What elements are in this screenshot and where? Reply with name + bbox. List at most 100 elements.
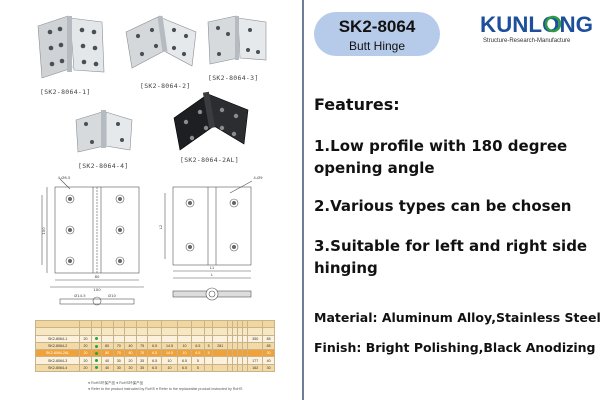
table-cell bbox=[90, 349, 102, 358]
hinge-image-sk2-8064-2al bbox=[173, 91, 249, 151]
kunlong-logo: KUNLONG bbox=[480, 12, 593, 37]
table-cell bbox=[90, 341, 102, 351]
table-cell bbox=[190, 327, 206, 336]
variant-label: [SK2-8064-2] bbox=[140, 82, 191, 90]
table-cell: 10 bbox=[177, 341, 192, 351]
rohs-dot-icon bbox=[94, 337, 98, 341]
table-cell: 6.5 bbox=[177, 356, 192, 365]
table-cell bbox=[177, 334, 192, 343]
table-cell: 20 bbox=[79, 349, 92, 358]
table-cell: 20 bbox=[79, 341, 92, 351]
rohs-dot-icon bbox=[94, 359, 98, 363]
table-cell: 5 bbox=[190, 363, 206, 373]
dim-label: L2 bbox=[158, 224, 163, 229]
table-cell: 30 bbox=[112, 356, 126, 365]
table-cell bbox=[247, 341, 264, 351]
table-cell bbox=[34, 327, 81, 336]
table-cell bbox=[203, 327, 214, 336]
table-header-row bbox=[34, 327, 275, 336]
table-cell bbox=[147, 319, 162, 329]
logo-mark bbox=[544, 15, 562, 33]
table-cell bbox=[90, 363, 102, 373]
table-cell: 6.5 bbox=[147, 349, 162, 358]
table-cell: 85 bbox=[262, 341, 275, 351]
variant-label: [SK2-8064-4] bbox=[78, 162, 129, 170]
table-cell bbox=[135, 319, 149, 329]
table-cell: 20 bbox=[79, 334, 92, 343]
rohs-dot-icon bbox=[94, 351, 98, 355]
feature-item: 1.Low profile with 180 degree opening an… bbox=[314, 137, 568, 177]
brand-name: KUNLONG bbox=[480, 12, 593, 37]
dim-label: L bbox=[211, 272, 214, 277]
table-cell bbox=[147, 327, 162, 336]
table-cell bbox=[247, 349, 264, 358]
table-cell bbox=[247, 319, 264, 329]
features-heading: Features: bbox=[314, 95, 400, 114]
table-cell bbox=[160, 327, 179, 336]
table-cell: 10 bbox=[177, 349, 192, 358]
table-cell: 5 bbox=[203, 349, 214, 358]
table-cell bbox=[190, 334, 206, 343]
table-cell: 80 bbox=[124, 349, 137, 358]
table-cell: 80 bbox=[100, 349, 114, 358]
finish-spec: Finish: Bright Polishing,Black Anodizing bbox=[314, 340, 596, 355]
table-cell bbox=[177, 319, 192, 329]
table-cell bbox=[160, 334, 179, 343]
variant-label: [SK2-8064-1] bbox=[40, 88, 91, 96]
legend-line: ● RoHS环保产品 ● RoHS环保产品 bbox=[88, 381, 144, 385]
table-cell bbox=[112, 327, 126, 336]
table-cell bbox=[100, 327, 114, 336]
table-cell: 6.5 bbox=[147, 356, 162, 365]
variant-label: [SK2-8064-3] bbox=[208, 74, 259, 82]
table-cell: 6.5 bbox=[190, 341, 206, 351]
table-cell: 6.5 bbox=[190, 349, 206, 358]
rohs-dot-icon bbox=[94, 344, 98, 348]
technical-drawing: 4-Ø6.5 100 80 100 80 L L1 L2 Ø14.5 Ø10 4… bbox=[40, 175, 263, 306]
brand-tagline: Structure-Research-Manufacture bbox=[483, 38, 571, 44]
table-cell: 14.5 bbox=[160, 341, 179, 351]
table-cell: SK2-8064-2AL bbox=[34, 349, 81, 358]
table-cell bbox=[203, 363, 214, 373]
table-cell: 20 bbox=[79, 363, 92, 373]
table-cell: 30 bbox=[112, 363, 126, 373]
dim-label: Ø14.5 bbox=[74, 293, 86, 298]
table-cell: 177 bbox=[247, 356, 264, 365]
dim-label: 80 bbox=[95, 274, 100, 279]
table-cell: 70 bbox=[112, 349, 126, 358]
table-cell bbox=[124, 319, 137, 329]
feature-item: 2.Various types can be chosen bbox=[314, 197, 572, 215]
table-cell bbox=[90, 356, 102, 365]
table-cell bbox=[124, 327, 137, 336]
table-cell: 40 bbox=[100, 363, 114, 373]
table-cell: 20 bbox=[124, 356, 137, 365]
table-cell: 6.5 bbox=[177, 363, 192, 373]
feature-item: 3.Suitable for left and right side hingi… bbox=[314, 237, 588, 277]
table-cell bbox=[160, 319, 179, 329]
dim-label: 100 bbox=[93, 287, 101, 292]
material-spec: Material: Aluminum Alloy,Stainless Steel bbox=[314, 310, 600, 325]
table-cell bbox=[212, 363, 229, 373]
table-cell bbox=[147, 334, 162, 343]
table-cell bbox=[100, 334, 114, 343]
table-cell: 40 bbox=[262, 356, 275, 365]
table-cell: 6.5 bbox=[147, 341, 162, 351]
table-cell bbox=[212, 327, 229, 336]
table-cell bbox=[124, 334, 137, 343]
table-cell: 10 bbox=[160, 363, 179, 373]
product-name: Butt Hinge bbox=[348, 39, 406, 53]
variant-label: [SK2-8064-2AL] bbox=[180, 156, 239, 164]
legend: ● RoHS环保产品 ● RoHS环保产品 ● Refer to the pro… bbox=[88, 381, 258, 391]
table-cell bbox=[100, 319, 114, 329]
dim-label: 4-Ø6.5 bbox=[58, 175, 71, 180]
table-cell bbox=[112, 334, 126, 343]
table-cell bbox=[177, 327, 192, 336]
dim-label: L1 bbox=[210, 265, 215, 270]
table-cell bbox=[90, 334, 102, 343]
table-cell bbox=[212, 319, 229, 329]
table-cell: 35 bbox=[135, 356, 149, 365]
hinge-image-sk2-8064-1 bbox=[37, 15, 105, 79]
